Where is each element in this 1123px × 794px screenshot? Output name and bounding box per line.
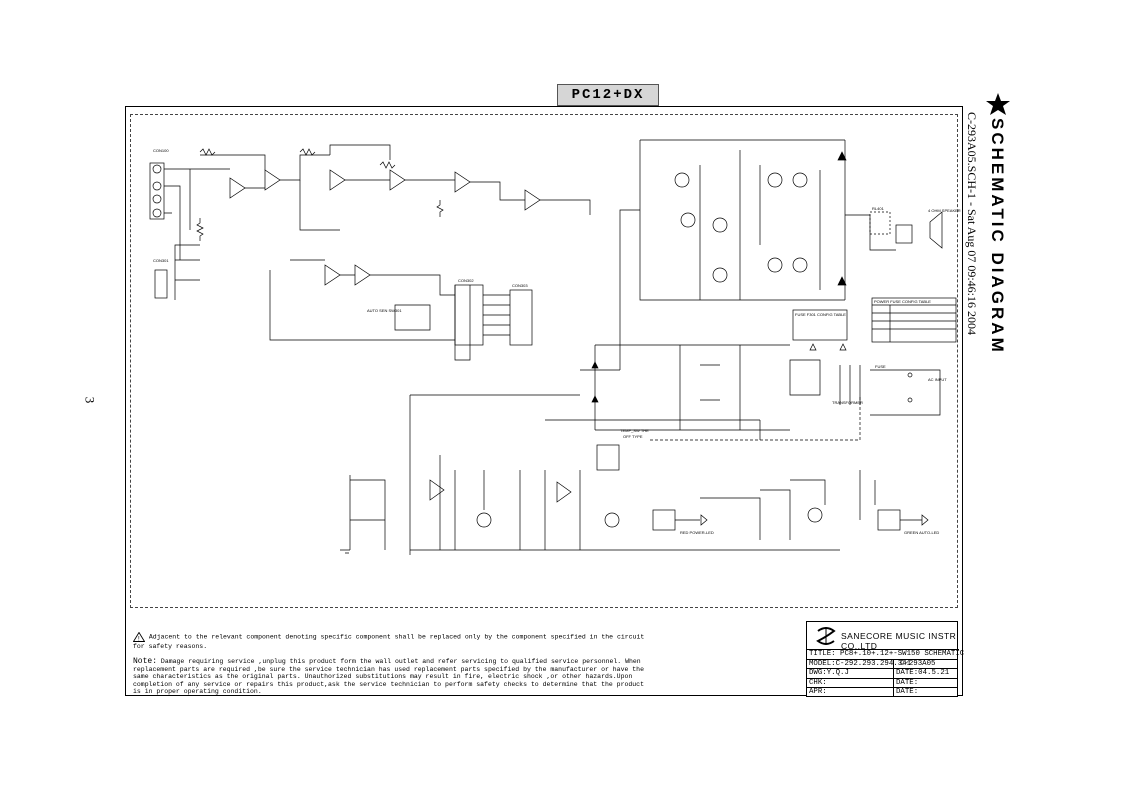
svg-text:!: !	[138, 637, 140, 643]
label-fuse: FUSE	[875, 364, 886, 369]
apr-row: APR: DATE:	[807, 687, 957, 697]
warning-icon: !	[132, 631, 146, 643]
company-name: SANECORE MUSIC INSTR CO.,LTD	[841, 631, 957, 651]
label-temp-switch: TEMP_SW THE	[620, 428, 649, 433]
safety-text: Adjacent to the relevant component denot…	[133, 633, 645, 650]
label-ac-input: AC INPUT	[928, 377, 947, 382]
chk-date: DATE:	[893, 678, 918, 688]
model-tab: PC12+DX	[557, 84, 659, 106]
dwg-date: DATE:04.5.21	[893, 669, 949, 678]
label-con302: CON302	[458, 278, 474, 283]
safety-notice: ! Adjacent to the relevant component den…	[132, 631, 653, 651]
apr-date: DATE:	[893, 688, 918, 697]
note-label: Note:	[133, 657, 158, 666]
label-power-led: RED POWER-LED	[680, 530, 714, 535]
label-speaker: 4 OHM SPEAKER	[928, 208, 961, 213]
service-note: Note: Damage requiring service ,unplug t…	[133, 658, 653, 696]
schematic-sheet	[125, 106, 963, 696]
label-fuse-table: POWER FUSE CONFIG TABLE	[874, 299, 931, 304]
label-con303: CON303	[512, 283, 528, 288]
chk-row: CHK: DATE:	[807, 677, 957, 688]
label-off-type: OFF TYPE	[623, 434, 643, 439]
note-text: Damage requiring service ,unplug this pr…	[133, 658, 644, 695]
apr-value: APR:	[809, 688, 827, 696]
model-row: MODEL:C-292.293.294.341 C-293A05	[807, 658, 957, 669]
title-row: TITLE: PC8+.10+.12+-SW150 SCHEMATIC	[807, 649, 965, 658]
title-block: SANECORE MUSIC INSTR CO.,LTD TITLE: PC8+…	[806, 621, 965, 697]
star-icon	[986, 93, 1010, 115]
label-transformer: TRANSFORMER	[832, 400, 863, 405]
dwg-value: DWG:Y.Q.J	[809, 669, 849, 677]
code-value: C-293A05	[893, 659, 935, 669]
label-fuse-config: FUSE F301 CONFIG TABLE	[795, 312, 846, 317]
label-relay: RL401	[872, 206, 885, 211]
model-value: MODEL:C-292.293.294.341	[809, 659, 912, 668]
schematic-area	[130, 114, 958, 608]
dwg-row: DWG:Y.Q.J DATE:04.5.21	[807, 668, 957, 678]
label-input-jack: CON100	[153, 148, 169, 153]
label-auto-switch: AUTO SEN SW301	[367, 308, 402, 313]
label-con301: CON301	[153, 258, 169, 263]
chk-value: CHK:	[809, 678, 827, 687]
label-auto-led: GREEN AUTO-LED	[904, 530, 939, 535]
company-logo-icon	[816, 627, 836, 645]
